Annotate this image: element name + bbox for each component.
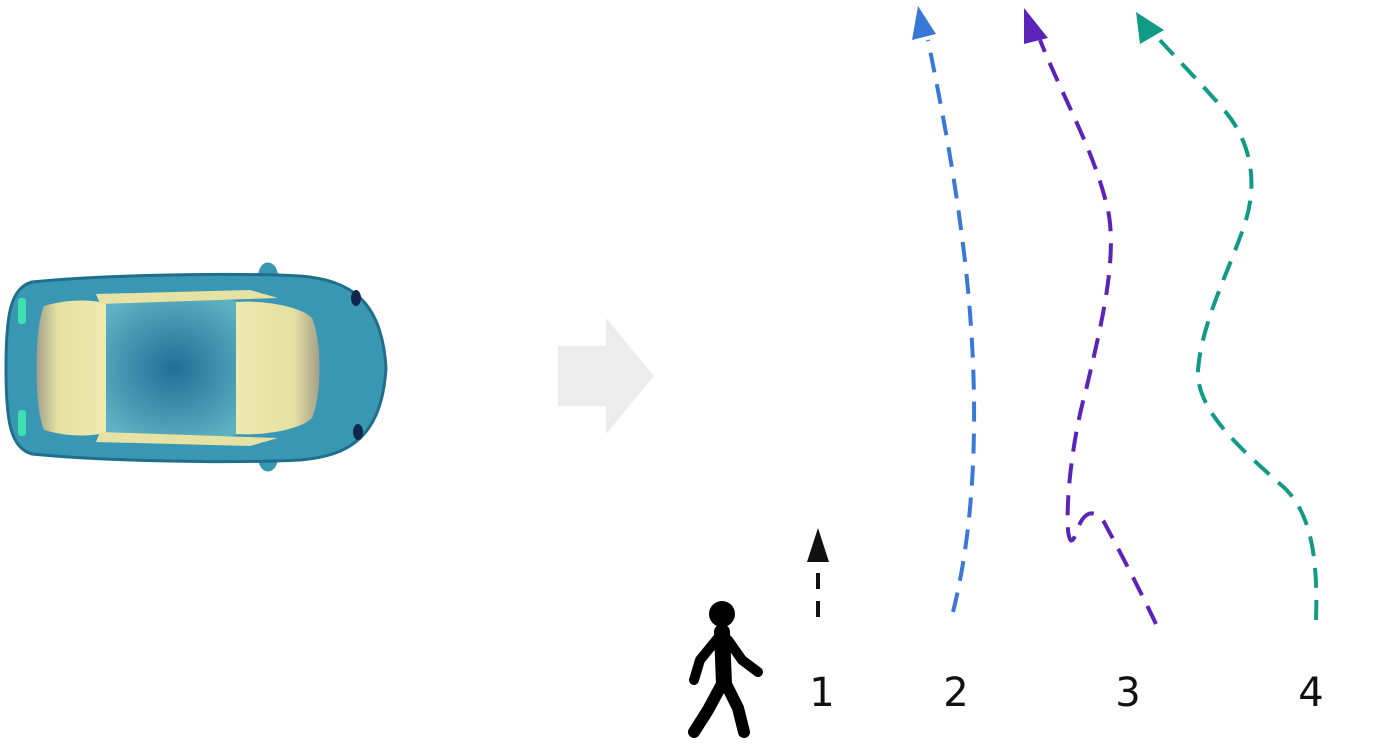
walking-person-icon [688,601,763,738]
path-label-1: 1 [809,670,834,716]
car-top-view-icon [4,262,388,472]
right-arrow-icon [558,318,654,434]
trajectory-path-1 [807,528,829,617]
trajectory-path-2 [912,6,977,613]
path-label-2: 2 [943,670,968,716]
path-label-4: 4 [1298,670,1323,716]
path-label-3: 3 [1115,670,1140,716]
trajectory-path-3 [1024,8,1158,625]
trajectory-path-4 [1136,12,1319,621]
